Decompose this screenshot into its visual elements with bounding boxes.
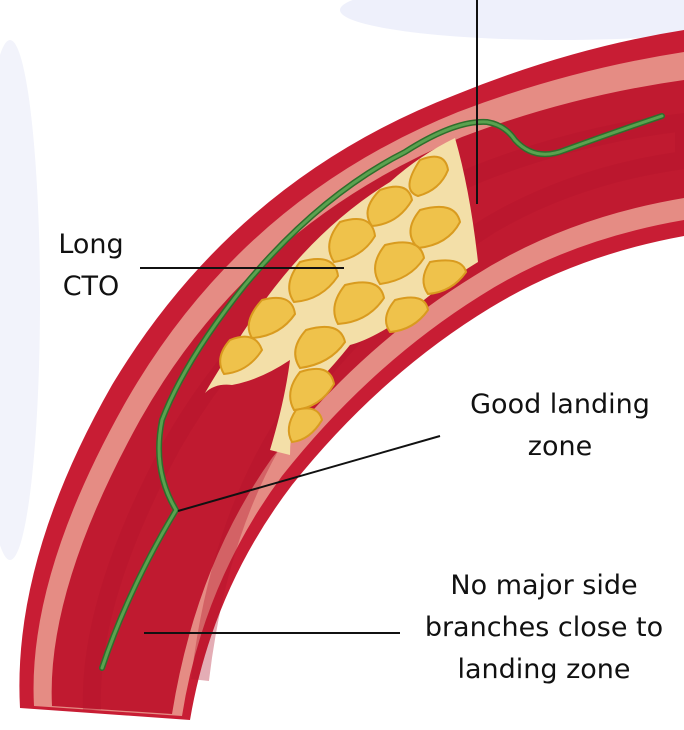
label-good-landing-line-1: Good landing <box>436 384 684 426</box>
label-long-cto-line-1: Long <box>46 224 136 266</box>
label-no-side-branches-line-3: landing zone <box>404 649 684 691</box>
label-good-landing-zone: Good landing zone <box>436 384 684 468</box>
label-long-cto: Long CTO <box>46 224 136 308</box>
background-tint <box>340 0 684 40</box>
label-good-landing-line-2: zone <box>436 426 684 468</box>
label-no-side-branches: No major side branches close to landing … <box>404 565 684 691</box>
label-no-side-branches-line-1: No major side <box>404 565 684 607</box>
background-tint <box>0 40 40 560</box>
label-long-cto-line-2: CTO <box>46 266 136 308</box>
label-no-side-branches-line-2: branches close to <box>404 607 684 649</box>
